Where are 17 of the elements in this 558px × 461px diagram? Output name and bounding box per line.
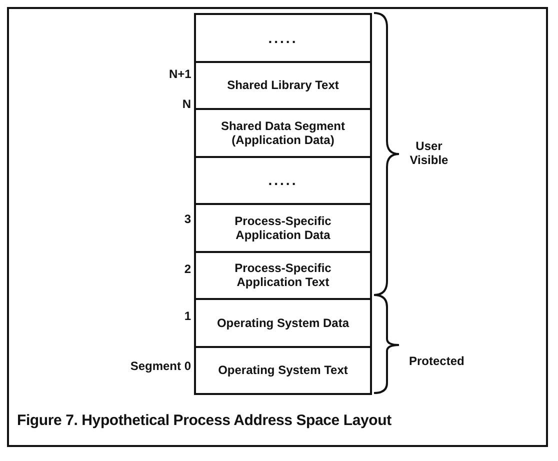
segment-number: Segment 0 (129, 359, 191, 373)
segment-label: Shared Library Text (227, 78, 339, 92)
segment-number: 1 (183, 309, 191, 323)
segment-number: 2 (183, 262, 191, 276)
brace-label: User Visible (408, 139, 450, 167)
segment-label: Shared Data Segment (Application Data) (220, 118, 346, 147)
segment-number: N (181, 97, 191, 111)
ellipsis: ..... (268, 172, 298, 188)
segment-number: N+1 (169, 67, 191, 81)
brace-label: Protected (409, 354, 466, 368)
segment-label: Operating System Text (218, 363, 348, 378)
segment-label: Process-Specific Application Text (234, 261, 332, 290)
segment-label: Operating System Data (216, 316, 350, 330)
segment-label: Process-Specific Application Data (234, 214, 332, 242)
segment-number: 3 (183, 212, 191, 226)
figure-caption: Figure 7. Hypothetical Process Address Space Layout (17, 412, 392, 429)
ellipsis: ..... (268, 30, 298, 46)
